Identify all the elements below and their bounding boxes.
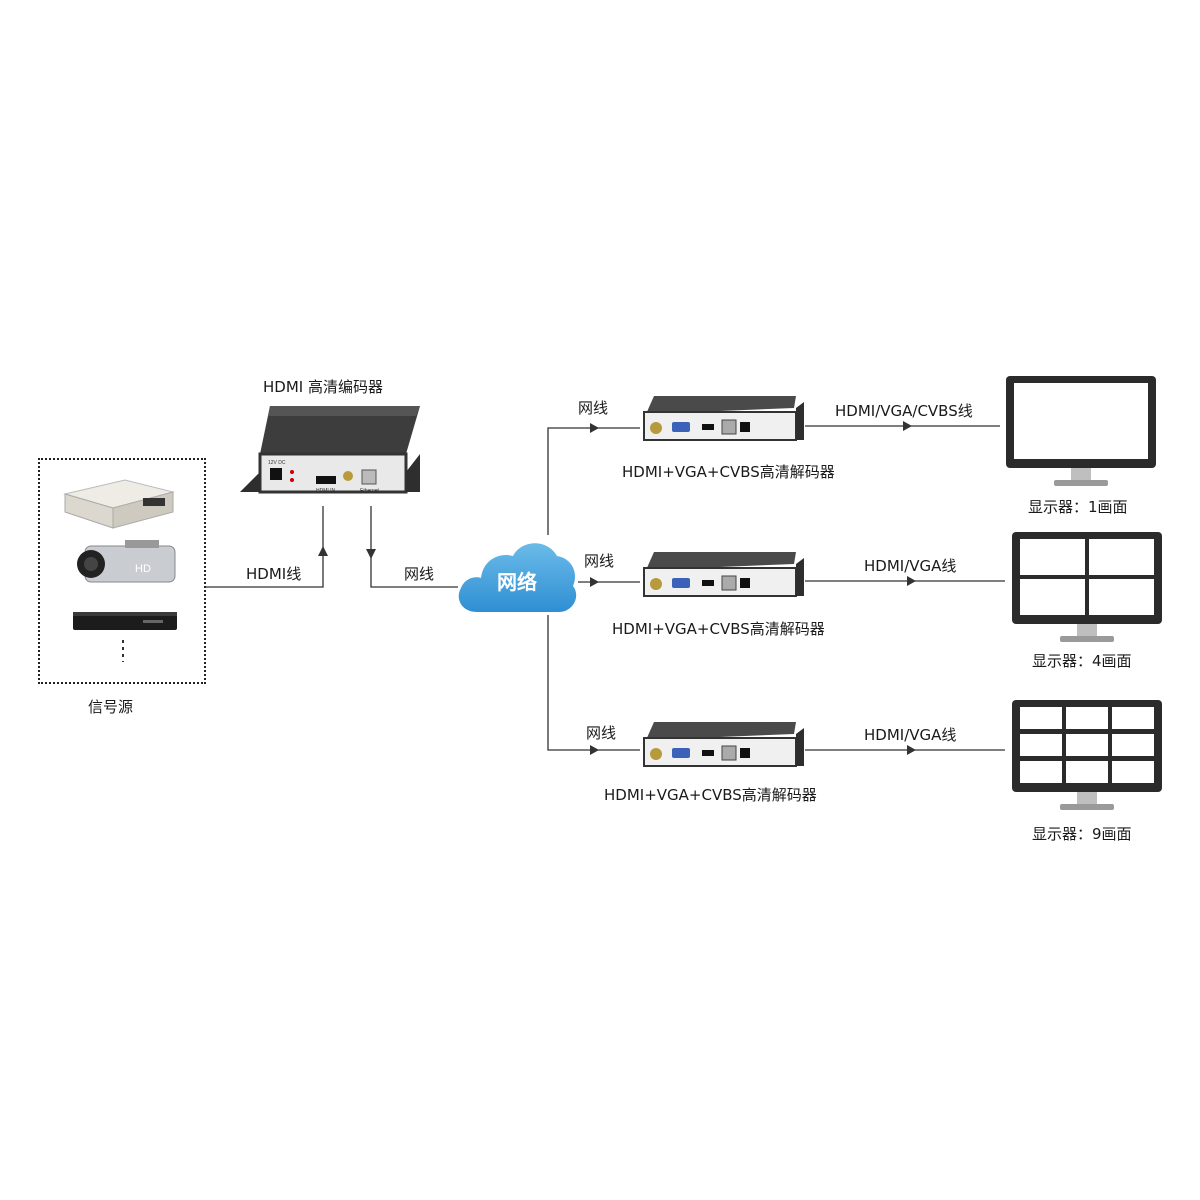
decoder-label-1: HDMI+VGA+CVBS高清解码器 [622, 463, 835, 481]
arrow-right-icon [903, 421, 912, 431]
encoder-title: HDMI 高清编码器 [263, 378, 383, 396]
encoder-panel-eth: Ethernet [360, 488, 380, 494]
decoder-device-3 [643, 722, 804, 767]
display-label-3: 显示器：9画面 [1032, 825, 1132, 843]
monitor-1-pane [1006, 376, 1156, 486]
net-cable-label-3: 网线 [586, 724, 617, 742]
media-player-icon [73, 612, 177, 630]
display-label-1: 显示器：1画面 [1028, 498, 1128, 516]
output-cable-label-2: HDMI/VGA线 [864, 557, 957, 575]
arrow-down-icon [366, 549, 376, 559]
svg-text:HD: HD [135, 563, 151, 575]
signal-source-group [38, 458, 206, 684]
hdmi-encoder-device: 12V DC HDMI IN Ethernet [240, 406, 420, 494]
arrow-right-icon [590, 423, 599, 433]
monitor-4-pane [1012, 532, 1162, 642]
encoder-panel-hdmi: HDMI IN [316, 488, 336, 494]
source-devices: HD [63, 479, 177, 662]
arrow-right-icon [907, 576, 916, 586]
decoder-label-2: HDMI+VGA+CVBS高清解码器 [612, 620, 825, 638]
net-cable-label-encoder: 网线 [404, 565, 435, 583]
signal-source-label: 信号源 [88, 698, 134, 716]
monitor-9-pane [1012, 700, 1162, 810]
arrow-right-icon [907, 745, 916, 755]
arrow-right-icon [590, 745, 599, 755]
set-top-box-icon [63, 479, 175, 529]
encoder-panel-dc: 12V DC [268, 460, 286, 466]
output-cable-label-3: HDMI/VGA线 [864, 726, 957, 744]
network-label: 网络 [497, 570, 537, 594]
network-cloud-icon [458, 543, 577, 612]
decoder-device-1 [643, 396, 804, 441]
camcorder-icon: HD [77, 540, 176, 583]
net-cable-label-2: 网线 [584, 552, 615, 570]
output-cable-label-1: HDMI/VGA/CVBS线 [835, 402, 973, 420]
net-cable-label-1: 网线 [578, 399, 609, 417]
decoder-device-2 [643, 552, 804, 597]
display-label-2: 显示器：4画面 [1032, 652, 1132, 670]
arrow-right-icon [590, 577, 599, 587]
decoder-label-3: HDMI+VGA+CVBS高清解码器 [604, 786, 817, 804]
hdmi-cable-label: HDMI线 [246, 565, 302, 583]
arrow-up-icon [318, 546, 328, 556]
